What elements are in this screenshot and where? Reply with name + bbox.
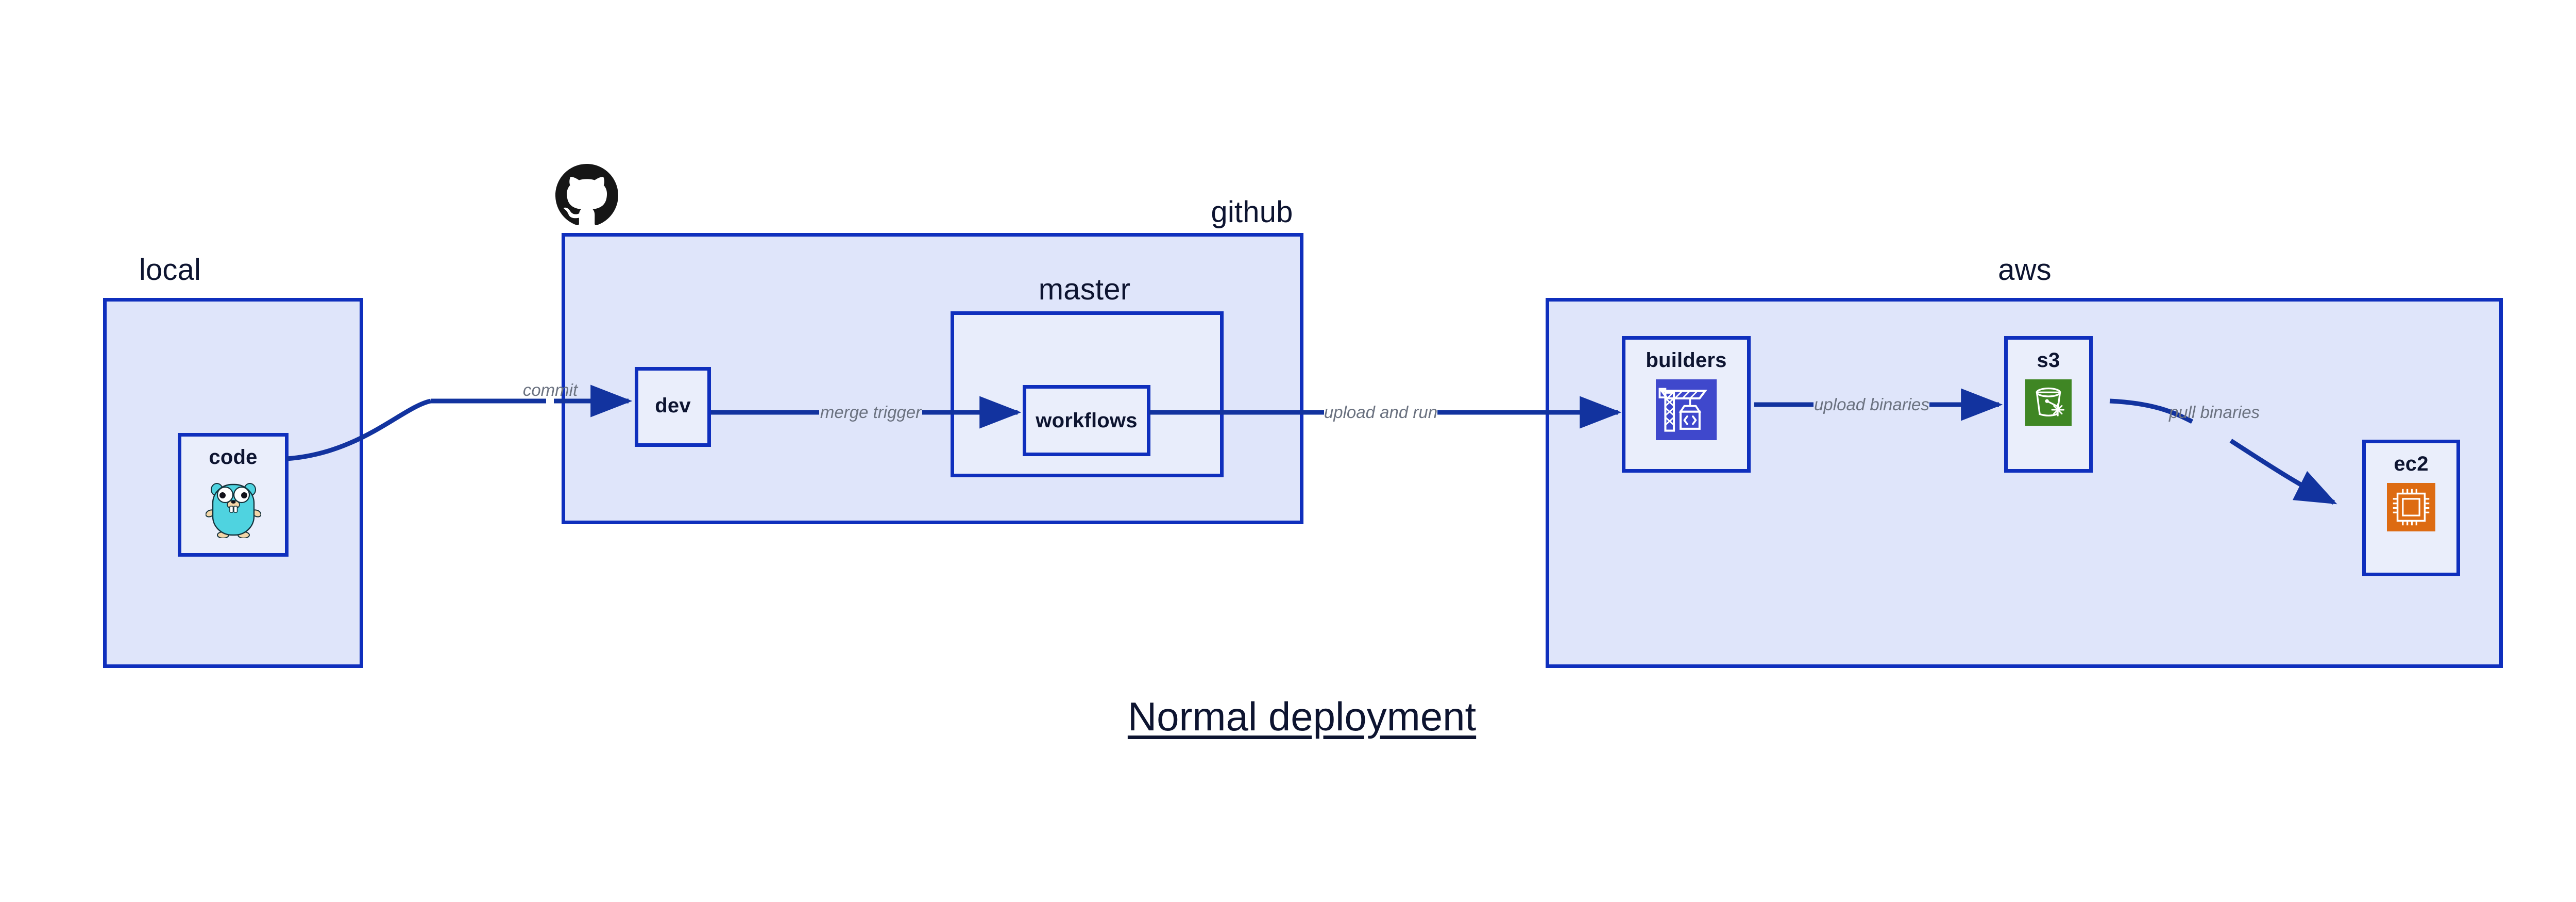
node-label-builders: builders	[1646, 349, 1727, 372]
node-label-dev: dev	[655, 394, 691, 417]
edge-label-commit: commit	[522, 380, 578, 399]
group-label-local: local	[139, 253, 201, 287]
aws-ec2-chip-icon	[2387, 483, 2435, 531]
page-title: Normal deployment	[1127, 694, 1477, 739]
go-gopher-icon	[205, 476, 262, 539]
edge-label-upload-and-run: upload and run	[1324, 403, 1438, 422]
edge-label-pull-binaries: pull binaries	[2168, 403, 2260, 422]
node-label-ec2: ec2	[2394, 453, 2429, 475]
node-s3[interactable]: s3	[2004, 336, 2093, 473]
edge-label-merge-trigger: merge trigger	[820, 403, 922, 422]
group-label-master: master	[1038, 273, 1131, 306]
node-dev[interactable]: dev	[635, 367, 711, 447]
github-octocat-icon	[555, 164, 618, 227]
node-label-code: code	[209, 446, 258, 469]
node-workflows[interactable]: workflows	[1023, 385, 1150, 456]
aws-s3-bucket-icon	[2025, 379, 2072, 426]
group-label-aws: aws	[1998, 253, 2052, 287]
aws-codebuild-icon	[1656, 379, 1717, 440]
group-label-github: github	[1211, 195, 1293, 229]
node-code[interactable]: code	[178, 433, 289, 557]
node-label-workflows: workflows	[1036, 409, 1138, 432]
node-label-s3: s3	[2037, 349, 2060, 372]
node-ec2[interactable]: ec2	[2362, 440, 2460, 576]
node-builders[interactable]: builders	[1622, 336, 1751, 473]
edge-label-upload-binaries: upload binaries	[1814, 395, 1929, 414]
